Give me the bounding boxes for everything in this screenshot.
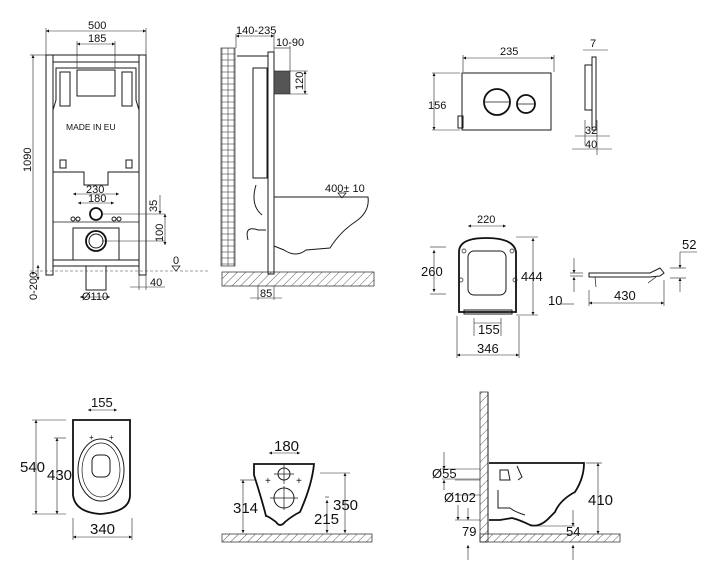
svg-text:+: + — [296, 476, 302, 487]
bowl-front-view: + + 180 314 215 350 — [221, 438, 373, 543]
seat-top-view: 220 260 444 155 346 10 — [421, 214, 562, 358]
dim-plate-depth-outer: 40 — [585, 139, 597, 151]
dim-plate-thickness: 7 — [590, 38, 596, 50]
dim-plate-depth-inner: 32 — [585, 125, 597, 137]
dim-seat-thickness: 10 — [548, 293, 562, 308]
bowl-side-view: Ø55 Ø102 79 54 410 — [432, 391, 621, 560]
dim-zero-level: 0 — [173, 255, 179, 267]
dim-bowl-seat-length: 430 — [47, 467, 72, 484]
made-in-eu-label: MADE IN EU — [66, 122, 116, 132]
dim-plate-width: 235 — [500, 46, 518, 58]
dim-foot-offset: 40 — [150, 277, 162, 289]
flush-plate-view: 235 156 7 32 40 — [428, 38, 612, 155]
dim-panel-depth: 10-90 — [276, 37, 304, 49]
svg-text:+: + — [265, 476, 271, 487]
dim-front-hole-height: 314 — [233, 500, 258, 517]
dim-side-bowl-bottom: 54 — [566, 524, 580, 539]
dim-frame-height: 1090 — [22, 148, 34, 172]
dim-side-bowl-height: 410 — [588, 492, 613, 509]
dim-bolt-spacing-inner: 180 — [88, 193, 106, 205]
dim-outlet-offset: 100 — [154, 224, 166, 242]
dim-side-outlet-diameter: Ø102 — [444, 490, 476, 505]
dim-plate-height: 156 — [428, 100, 446, 112]
dim-front-bolt-spacing: 180 — [274, 438, 299, 455]
dim-drain-diameter: Ø110 — [82, 291, 108, 303]
frame-side-view: 140-235 10-90 120 400± 10 85 — [220, 25, 375, 300]
seat-side-view: 430 52 — [560, 237, 697, 306]
bowl-top-view: + + 155 540 430 340 — [20, 395, 133, 540]
dim-hinge-spacing: 155 — [478, 322, 500, 337]
dim-seat-length: 444 — [521, 269, 543, 284]
dim-side-outlet-floor: 79 — [462, 524, 476, 539]
dim-bowl-width: 340 — [90, 521, 115, 538]
dim-front-outlet-height: 215 — [314, 511, 339, 528]
dim-bolt-spacing-outer: 230 — [86, 184, 104, 196]
dim-seat-side-length: 430 — [614, 288, 636, 303]
dim-drain-offset: 85 — [260, 288, 272, 300]
dim-seat-side-height: 52 — [682, 237, 696, 252]
frame-front-view: 500 185 MADE IN EU 230 180 — [22, 20, 210, 303]
dim-seat-top-width: 220 — [477, 214, 495, 226]
dim-front-total-height: 350 — [333, 497, 358, 514]
svg-text:+: + — [109, 433, 114, 442]
dim-bowl-bolt-spacing: 155 — [91, 395, 113, 410]
svg-text:+: + — [89, 433, 94, 442]
dim-inlet-offset: 35 — [148, 200, 160, 212]
dim-bowl-length: 540 — [20, 459, 45, 476]
dim-seat-width: 346 — [477, 341, 499, 356]
dim-seat-inner-height: 260 — [421, 264, 443, 279]
dim-side-inlet-diameter: Ø55 — [432, 466, 457, 481]
dim-wall-depth: 140-235 — [236, 25, 276, 37]
dim-button-height: 120 — [294, 72, 306, 90]
dim-button-width: 185 — [88, 33, 106, 45]
dim-seat-height: 400± 10 — [325, 183, 365, 195]
dim-frame-width: 500 — [88, 20, 106, 32]
dim-foot-adjust: 0-200 — [28, 272, 40, 300]
